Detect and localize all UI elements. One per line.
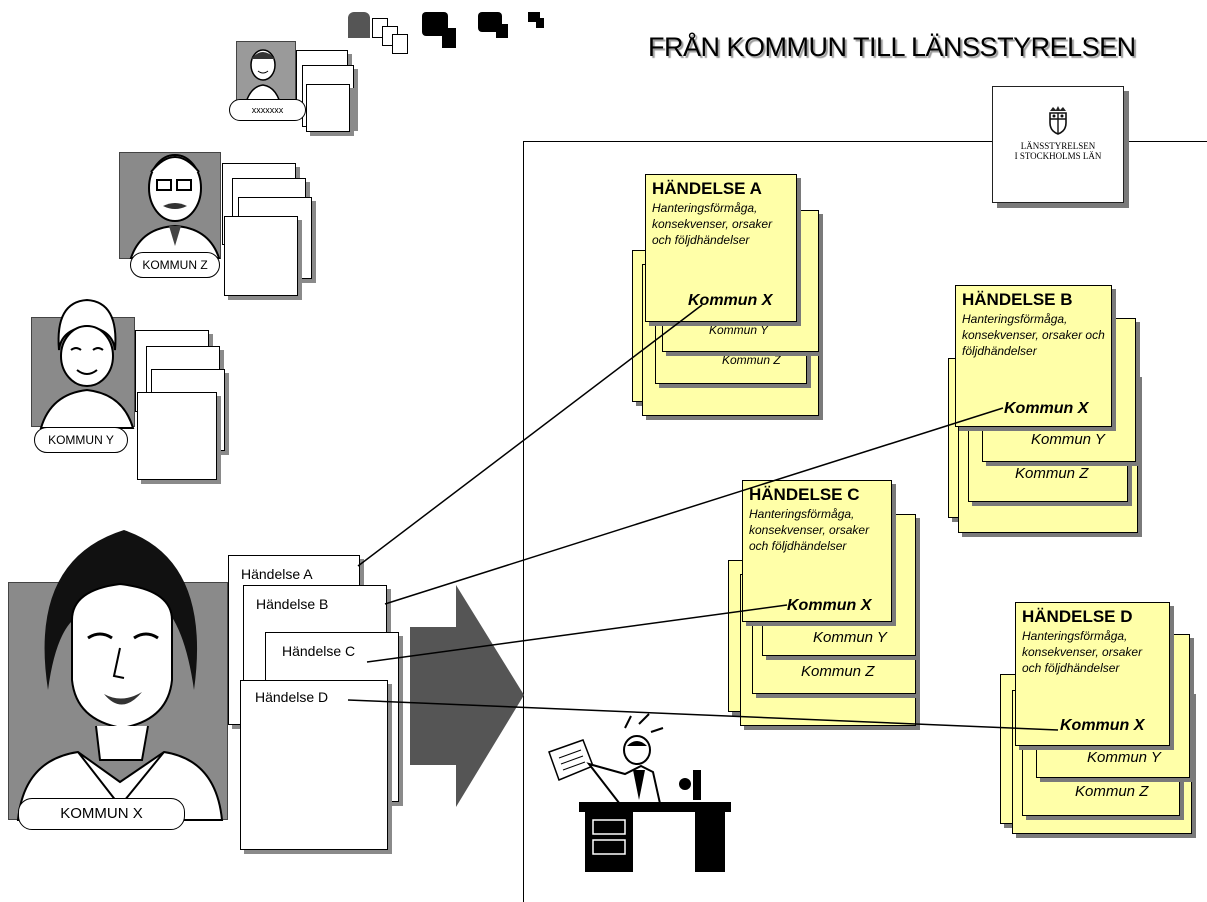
doc-top-3 (306, 84, 350, 132)
lansstyrelsen-logo: LÄNSSTYRELSEN I STOCKHOLMS LÄN (992, 86, 1124, 203)
card-c-desc: Hanteringsförmåga, konsekvenser, orsaker… (749, 507, 870, 553)
card-b-kommun-z-label: Kommun Z (1015, 465, 1089, 482)
person-z-icon (129, 154, 221, 259)
doc-z-4 (224, 216, 298, 296)
person-top-label: xxxxxxx (229, 99, 306, 121)
card-c-kommun-z-label: Kommun Z (801, 663, 875, 680)
person-y-label: KOMMUN Y (34, 427, 128, 453)
card-d-kommun-x: Kommun X (1060, 717, 1145, 734)
card-b-desc: Hanteringsförmåga, konsekvenser, orsaker… (962, 312, 1105, 358)
card-c-kommun-x: Kommun X (787, 597, 872, 614)
doc-handelse-b-label: Händelse B (256, 596, 329, 612)
doc-handelse-a-label: Händelse A (241, 566, 313, 582)
card-a-kommun-z-label: Kommun Z (722, 353, 781, 367)
card-handelse-c: HÄNDELSE C Hanteringsförmåga, konsekvens… (742, 480, 892, 622)
card-handelse-d: HÄNDELSE D Hanteringsförmåga, konsekvens… (1015, 602, 1170, 746)
card-a-title: HÄNDELSE A (652, 179, 762, 198)
panel-top-line (1122, 141, 1207, 142)
doc-handelse-c-label: Händelse C (282, 643, 356, 659)
connector-c (366, 604, 788, 663)
diagram-title: FRÅN KOMMUN TILL LÄNSSTYRELSEN (648, 32, 1136, 62)
card-handelse-a: HÄNDELSE A Hanteringsförmåga, konsekvens… (645, 174, 797, 322)
person-y-icon (39, 298, 135, 429)
card-b-kommun-x: Kommun X (1004, 400, 1089, 417)
card-a-kommun-y-label: Kommun Y (709, 323, 769, 337)
lansstyrelsen-panel (523, 141, 1207, 902)
connector-lines (347, 304, 1059, 731)
card-d-kommun-z-label: Kommun Z (1075, 783, 1149, 800)
person-z-label: KOMMUN Z (130, 252, 220, 278)
crest-icon (1049, 106, 1067, 135)
card-d-desc: Hanteringsförmåga, konsekvenser, orsaker… (1022, 629, 1143, 675)
card-a-desc: Hanteringsförmåga, konsekvenser, orsaker… (652, 201, 773, 247)
card-a-kommun-x: Kommun X (688, 292, 773, 309)
doc-y-4 (137, 392, 217, 480)
flow-arrow-icon (410, 585, 524, 807)
card-d-kommun-y-label: Kommun Y (1087, 749, 1161, 766)
doc-handelse-d: Händelse D (240, 680, 388, 850)
card-c-kommun-y-label: Kommun Y (813, 629, 887, 646)
card-handelse-b: HÄNDELSE B Hanteringsförmåga, konsekvens… (955, 285, 1112, 427)
card-b-kommun-y-label: Kommun Y (1031, 431, 1105, 448)
logo-line-1: LÄNSSTYRELSEN (1020, 141, 1096, 151)
card-d-title: HÄNDELSE D (1022, 607, 1133, 626)
connector-a (357, 304, 703, 567)
people-silhouettes-icon (348, 10, 548, 60)
connector-b (384, 407, 1004, 605)
connector-d (347, 699, 1059, 731)
person-x-label: KOMMUN X (18, 798, 185, 830)
card-c-title: HÄNDELSE C (749, 485, 860, 504)
doc-handelse-d-label: Händelse D (255, 689, 329, 705)
card-b-title: HÄNDELSE B (962, 290, 1073, 309)
logo-line-2: I STOCKHOLMS LÄN (1014, 151, 1102, 161)
officer-at-desk-icon (548, 713, 731, 872)
